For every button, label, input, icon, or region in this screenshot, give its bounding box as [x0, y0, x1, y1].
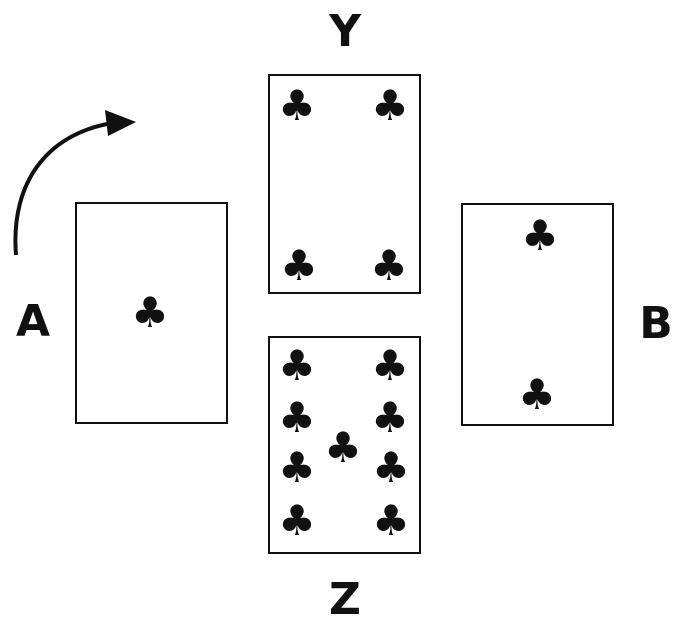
- club-icon: ♣: [372, 443, 410, 492]
- club-icon: ♣: [278, 496, 316, 545]
- card-b: [461, 203, 614, 426]
- club-icon: ♣: [278, 393, 316, 442]
- club-icon: ♣: [324, 423, 362, 472]
- club-icon: ♣: [372, 496, 410, 545]
- club-icon: ♣: [278, 81, 316, 130]
- club-icon: ♣: [521, 211, 559, 260]
- club-icon: ♣: [280, 241, 318, 290]
- label-z: Z: [329, 574, 361, 624]
- club-icon: ♣: [371, 393, 409, 442]
- label-b: B: [639, 298, 673, 349]
- club-icon: ♣: [371, 341, 409, 390]
- club-icon: ♣: [278, 341, 316, 390]
- club-icon: ♣: [518, 370, 556, 419]
- club-icon: ♣: [371, 81, 409, 130]
- label-y: Y: [329, 6, 361, 57]
- card-z: [268, 336, 421, 554]
- club-icon: ♣: [278, 443, 316, 492]
- club-icon: ♣: [370, 241, 408, 290]
- club-icon: ♣: [131, 288, 169, 337]
- card-a: [75, 202, 228, 424]
- card-y: [268, 74, 421, 294]
- label-a: A: [15, 296, 51, 347]
